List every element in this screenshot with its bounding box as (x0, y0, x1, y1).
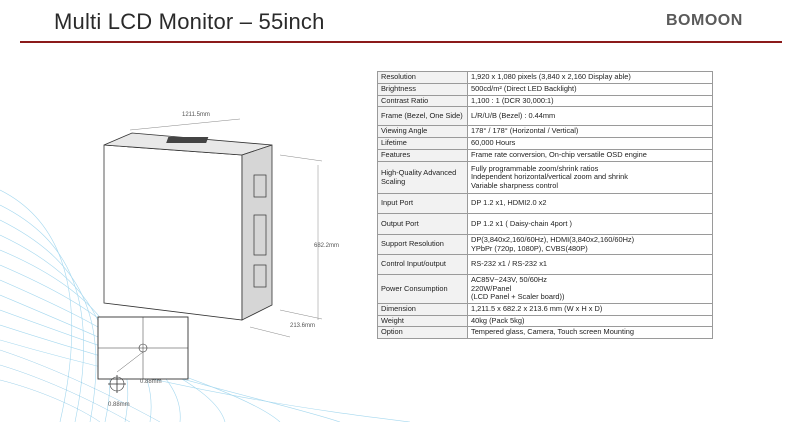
height-dimension-label: 682.2mm (314, 243, 340, 249)
spec-value: DP(3,840x2,160/60Hz), HDMI(3,840x2,160/6… (467, 234, 713, 256)
spec-label: Input Port (377, 193, 468, 215)
page-title: Multi LCD Monitor – 55inch (54, 9, 325, 34)
spec-label: Resolution (377, 71, 468, 84)
spec-value: 40kg (Pack 5kg) (467, 314, 713, 328)
spec-label: Dimension (377, 303, 468, 316)
spec-value: 60,000 Hours (467, 137, 713, 151)
brand-logo: BOMOON (666, 12, 743, 30)
spec-value: 500cd/m² (Direct LED Backlight) (467, 83, 713, 96)
spec-value: L/R/U/B (Bezel) : 0.44mm (467, 106, 713, 127)
spec-value: DP 1.2 x1, HDMI2.0 x2 (467, 193, 713, 215)
brand-logo-text: BOMOON (666, 12, 743, 29)
spec-label: Features (377, 149, 468, 163)
spec-value: 178° / 178° (Horizontal / Vertical) (467, 125, 713, 139)
bezel-detail-drawing (97, 316, 189, 393)
spec-label: Contrast Ratio (377, 94, 468, 108)
spec-label: Power Consumption (377, 274, 468, 305)
spec-label: Frame (Bezel, One Side) (377, 106, 468, 127)
spec-label: Option (377, 326, 468, 339)
spec-label: Brightness (377, 83, 468, 96)
title-divider (20, 41, 782, 43)
width-dimension-label: 1211.5mm (182, 112, 210, 118)
spec-value: AC85V~243V, 50/60Hz 220W/Panel (LCD Pane… (467, 274, 713, 305)
bezel-label-vertical: 0.88mm (140, 379, 162, 385)
spec-label: Lifetime (377, 137, 468, 151)
spec-value: 1,211.5 x 682.2 x 213.6 mm (W x H x D) (467, 303, 713, 316)
depth-dimension-label: 213.6mm (290, 323, 316, 329)
spec-label: High-Quality Advanced Scaling (377, 161, 468, 195)
spec-value: Fully programmable zoom/shrink ratios In… (467, 161, 713, 195)
spec-value: Tempered glass, Camera, Touch screen Mou… (467, 326, 713, 339)
spec-label: Output Port (377, 213, 468, 236)
spec-row: Frame (Bezel, One Side)L/R/U/B (Bezel) :… (377, 106, 713, 127)
spec-value: Frame rate conversion, On-chip versatile… (467, 149, 713, 163)
spec-value: RS-232 x1 / RS-232 x1 (467, 254, 713, 276)
spec-label: Support Resolution (377, 234, 468, 256)
spec-label: Viewing Angle (377, 125, 468, 139)
spec-value: DP 1.2 x1 ( Daisy-chain 4port ) (467, 213, 713, 236)
spec-label: Control Input/output (377, 254, 468, 276)
bezel-label-horizontal: 0.88mm (108, 402, 130, 408)
monitor-drawing (103, 118, 323, 338)
spec-value: 1,100 : 1 (DCR 30,000:1) (467, 94, 713, 108)
spec-value: 1,920 x 1,080 pixels (3,840 x 2,160 Disp… (467, 71, 713, 84)
spec-label: Weight (377, 314, 468, 328)
